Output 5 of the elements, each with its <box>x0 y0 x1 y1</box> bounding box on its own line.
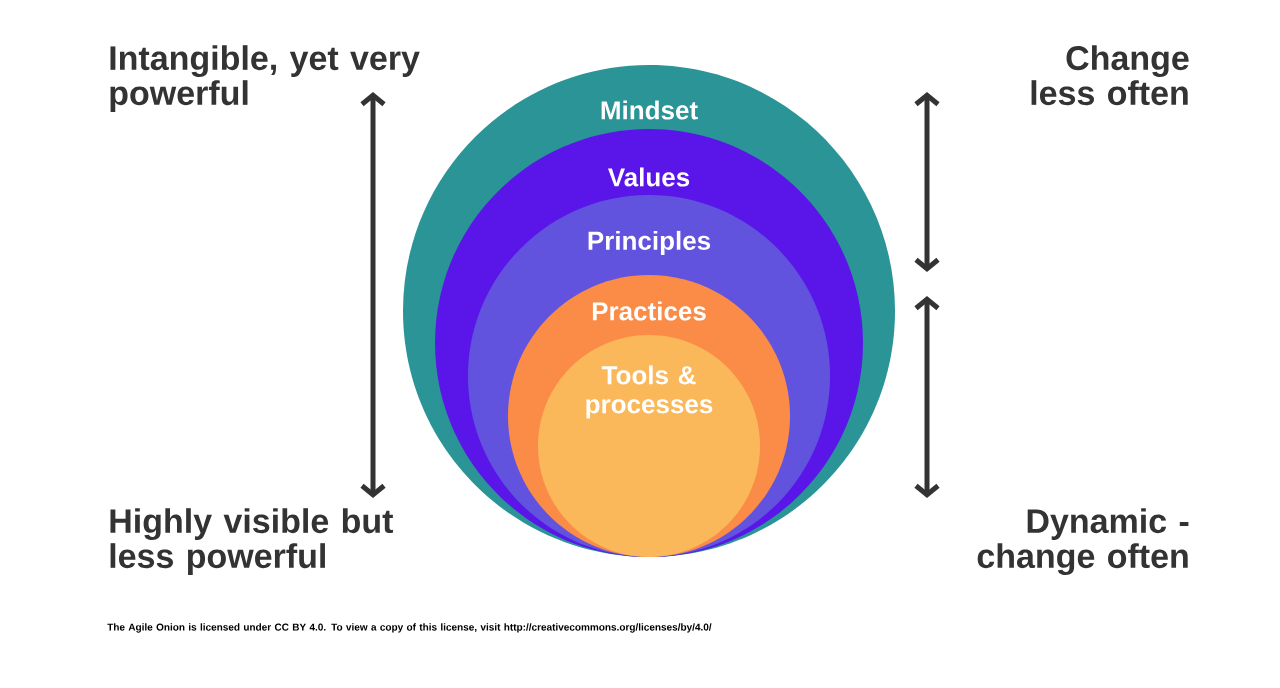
side-caption: Change less often <box>1031 45 1189 106</box>
side-caption: Highly visible but less powerful <box>110 508 394 575</box>
onion-layer: Tools & processes <box>538 335 760 557</box>
credit-note: The Agile Onion is licensed under CC BY 4.0. To view a copy of this license, visit http://creativecommons.org/licenses/by/4.0/ <box>107 623 712 633</box>
side-caption: Dynamic - change often <box>977 508 1189 575</box>
